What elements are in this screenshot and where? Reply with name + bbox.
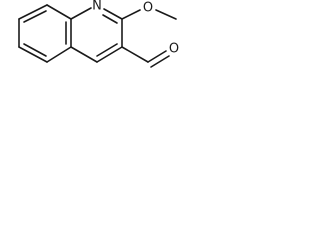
bond-c-o-aldehyde: [147, 50, 167, 63]
bond-c8a-n1: [70, 7, 92, 20]
atom-label-nitrogen: N: [92, 0, 102, 14]
bond-c6-c5-inner: [23, 43, 47, 57]
bond-c3-cho: [121, 46, 149, 63]
bond-c-o-aldehyde-double: [150, 55, 170, 68]
structure-drawing: N O O: [18, 0, 179, 68]
bond-c3-c4-inner: [96, 43, 118, 57]
bond-c8a-c8: [46, 4, 72, 20]
molecule-diagram: N O O: [0, 0, 220, 94]
bond-c4-c4a: [70, 46, 98, 63]
bond-c8-c7: [18, 4, 48, 20]
bond-o-ch3: [155, 9, 177, 20]
bond-c5-c4a: [46, 46, 72, 63]
bond-n1-c2-inner: [102, 14, 118, 24]
bond-c8-c7-inner: [23, 10, 47, 23]
atom-label-methoxy-oxygen: O: [143, 1, 153, 16]
atom-label-aldehyde-oxygen: O: [169, 42, 179, 57]
bond-c3-c4: [96, 46, 123, 63]
bond-c6-c5: [18, 46, 48, 63]
bond-n1-c2: [103, 8, 123, 20]
bond-c2-o-methoxy: [121, 9, 141, 20]
